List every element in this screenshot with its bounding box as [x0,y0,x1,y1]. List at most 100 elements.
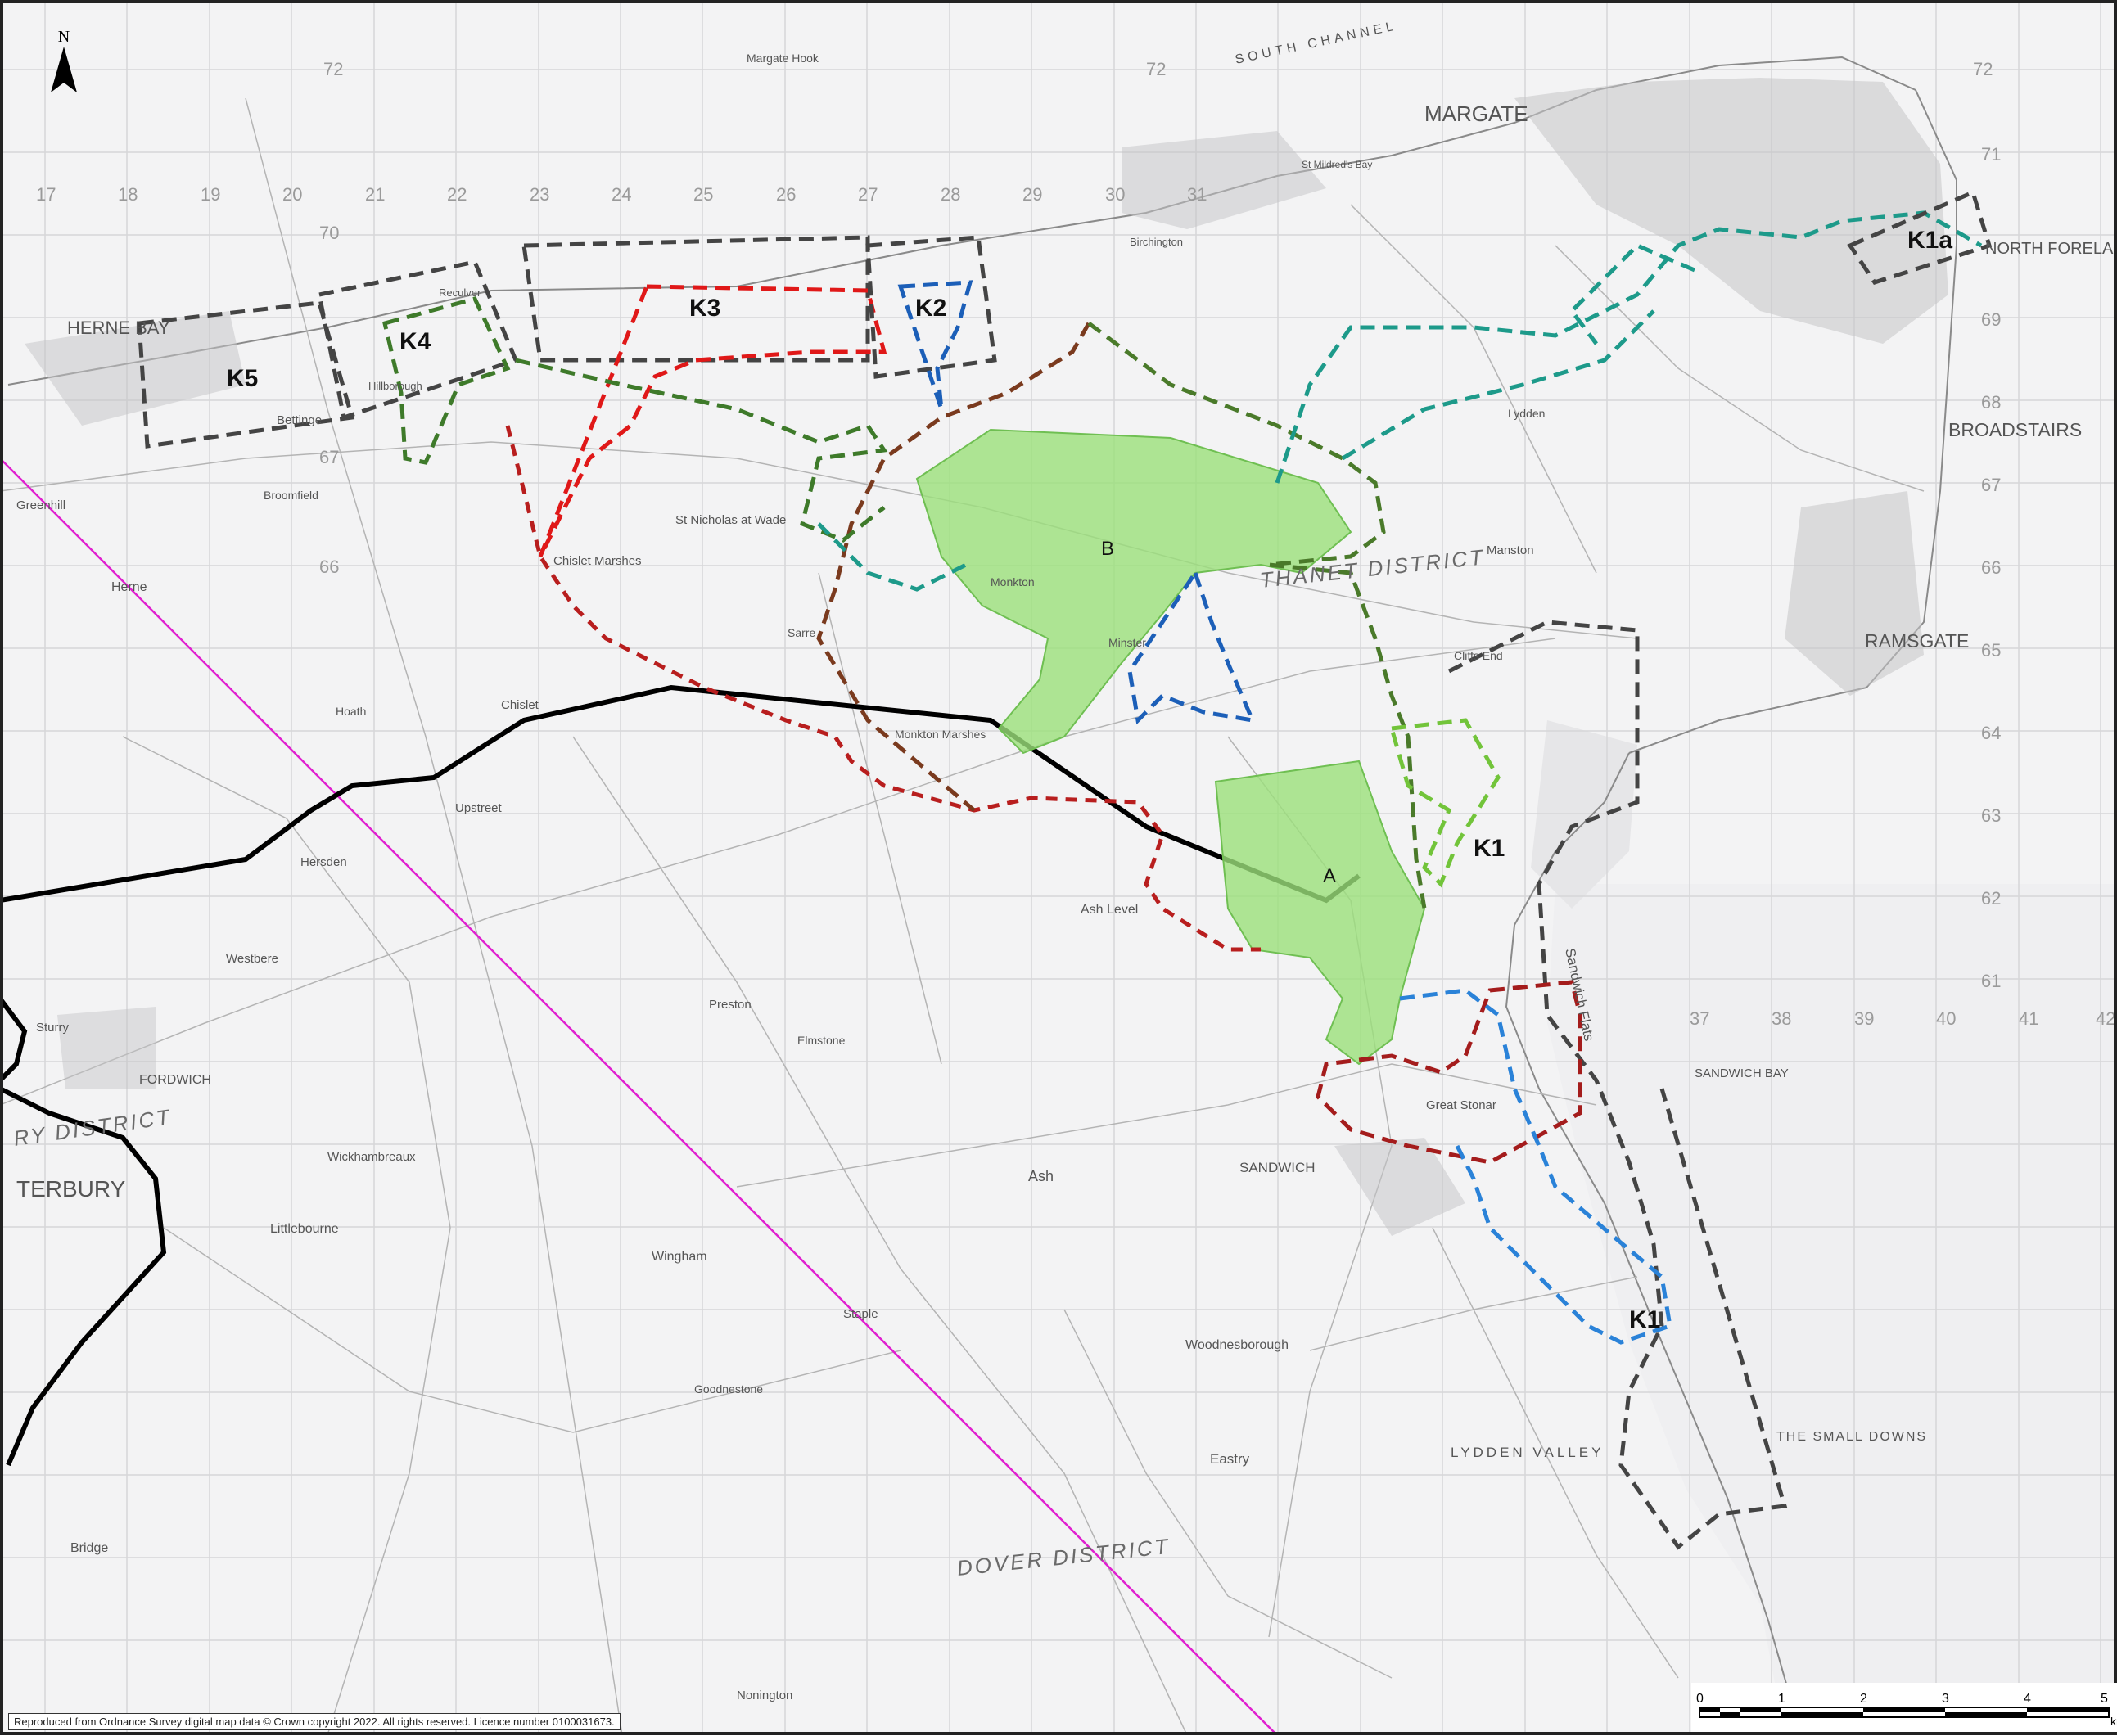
zone-label-k1a: K1a [1907,227,1952,254]
place-sturry: Sturry [36,1021,70,1035]
place-fordwich: FORDWICH [139,1073,211,1087]
area-label-b: B [1101,538,1114,560]
grid-label-y-east: 67 [1981,475,2001,495]
grid-label-x: 22 [447,184,467,205]
place-chislet: Chislet [501,698,539,712]
grid-label-x: 20 [282,184,302,205]
place-nonington: Nonington [737,1689,792,1702]
grid-label-top: 72 [1973,59,1993,79]
place-sandwich-bay: SANDWICH BAY [1695,1066,1789,1080]
place-sarre: Sarre [788,626,815,639]
zone-labels: K1a K2 K3 K4 K5 K1 K1 A B [227,227,1952,1333]
place-st-nicholas: St Nicholas at Wade [675,513,786,527]
grid-label-y-east: 71 [1981,144,2001,165]
grid-labels: 72 72 72 17 18 19 20 21 22 23 24 25 26 2… [36,59,2115,1029]
grid-label-x: 23 [530,184,549,205]
zone-label-k2: K2 [915,295,946,322]
grid-label-y-east: 63 [1981,805,2001,826]
place-broadstairs: BROADSTAIRS [1948,419,2082,440]
place-manston: Manston [1487,543,1534,557]
place-wickhambreaux: Wickhambreaux [327,1150,416,1164]
place-lydden: Lydden [1508,407,1545,420]
scale-bar-graphic: 0 1 2 3 4 5 km [1696,1692,2117,1728]
grid-label-x: 26 [776,184,796,205]
zone-label-k5: K5 [227,365,258,392]
place-ramsgate: RAMSGATE [1865,630,1969,652]
grid-label-x-east: 42 [2096,1008,2115,1029]
place-bridge: Bridge [70,1541,108,1555]
place-goodnestone: Goodnestone [694,1382,763,1396]
place-woodnesborough: Woodnesborough [1185,1338,1289,1352]
grid-label-y-east: 68 [1981,392,2001,413]
scale-unit: km [2110,1715,2117,1728]
place-bettinge: Bettinge [277,413,322,427]
grid-label-x: 30 [1105,184,1125,205]
place-littlebourne: Littlebourne [270,1222,339,1236]
copyright-notice: Reproduced from Ordnance Survey digital … [8,1713,621,1730]
place-cliffs-end: Cliffs End [1454,649,1503,662]
scale-tick: 3 [1942,1692,1949,1706]
grid-label-y-east: 62 [1981,888,2001,909]
grid-label-x: 29 [1022,184,1042,205]
grid-label-x: 18 [118,184,138,205]
zone-outlines [137,189,1993,1550]
place-canterbury: TERBURY [16,1176,126,1202]
grid-label-x: 31 [1187,184,1207,205]
place-monkton-marshes: Monkton Marshes [895,728,986,741]
grid-label-x: 21 [365,184,385,205]
place-st-mildreds: St Mildred's Bay [1302,159,1372,170]
grid-label-x: 17 [36,184,56,205]
scale-tick: 4 [2024,1692,2031,1706]
dover-canterbury-district-boundary [0,458,1278,1735]
grid-label-x: 27 [858,184,878,205]
grid-label-x-east: 40 [1936,1008,1956,1029]
scale-tick: 1 [1778,1692,1785,1706]
place-reculver: Reculver [439,286,481,299]
grid-label-top: 72 [1146,59,1166,79]
zone-label-k1-south: K1 [1629,1306,1660,1333]
grid-label-y: 67 [319,447,339,467]
place-eastry: Eastry [1210,1451,1250,1467]
place-monkton: Monkton [991,575,1035,588]
place-staple: Staple [843,1307,878,1321]
grid-label-x-east: 38 [1772,1008,1791,1029]
scale-bar: 0 1 2 3 4 5 km [1691,1683,2117,1732]
grid-label-x: 24 [612,184,631,205]
grid-label-x: 19 [201,184,220,205]
place-sandwich: SANDWICH [1239,1160,1316,1175]
grid-label-x-east: 41 [2019,1008,2038,1029]
urban-areas [25,78,1948,1236]
place-wingham: Wingham [652,1250,707,1264]
place-hersden: Hersden [300,855,347,869]
place-lydden-valley: LYDDEN VALLEY [1451,1445,1604,1460]
place-chislet-marshes: Chislet Marshes [553,554,642,568]
north-arrow-icon [51,47,77,92]
place-ash: Ash [1028,1168,1054,1184]
scale-tick: 5 [2101,1692,2108,1706]
place-greenhill: Greenhill [16,498,65,512]
place-margate: MARGATE [1424,101,1528,126]
place-preston: Preston [709,998,752,1012]
area-label-a: A [1323,865,1336,887]
pegwell-bay-mudflats [1531,720,1637,909]
place-minster: Minster [1108,636,1146,649]
place-herne: Herne [111,580,147,594]
scale-tick: 2 [1860,1692,1867,1706]
black-boundary-lines [0,684,1361,1467]
place-north-foreland: NORTH FORELAND [1985,240,2117,258]
place-great-stonar: Great Stonar [1426,1098,1496,1112]
coastline [7,56,1957,1735]
grid-label-y-east: 69 [1981,309,2001,330]
zone-label-k4: K4 [399,328,431,355]
place-birchington: Birchington [1130,236,1183,248]
place-hillborough: Hillborough [368,380,422,392]
grid-label-x-east: 39 [1854,1008,1874,1029]
north-arrow: N [46,28,82,100]
north-label: N [57,28,70,46]
place-elmstone: Elmstone [797,1034,846,1047]
grid-label-y-east: 61 [1981,971,2001,991]
place-westbere: Westbere [226,952,278,966]
zone-label-k3: K3 [689,295,720,322]
